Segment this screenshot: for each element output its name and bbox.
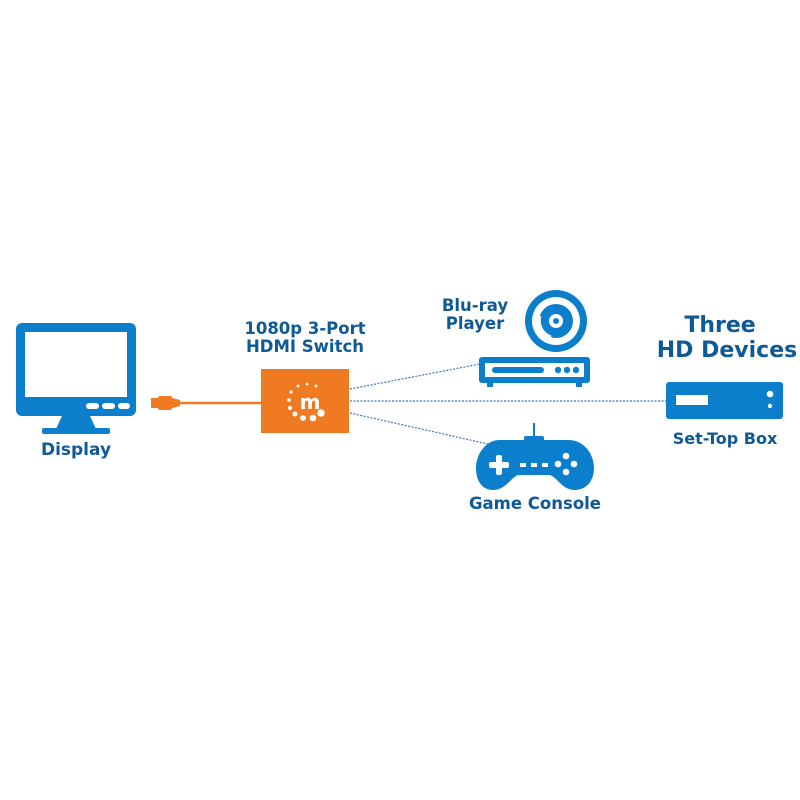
hdmi-switch-box [261,369,349,433]
bluray-label-line2: Player [445,314,505,334]
switch-label: 1080p 3-Port HDMI Switch [220,319,390,357]
devices-heading: Three HD Devices [640,313,800,364]
manhattan-logo-icon: m [287,382,325,422]
hdmi-connector-icon [151,396,180,410]
logo-letter: m [300,390,321,414]
bluray-player-icon [479,357,590,387]
switch-label-line1: 1080p 3-Port [244,319,366,338]
console-label: Game Console [469,494,601,513]
display-label: Display [40,440,112,460]
set-top-box-icon [666,382,783,419]
bluray-label-line1: Blu-ray [441,296,509,315]
settop-label: Set-Top Box [672,429,778,448]
line-to-console [349,412,489,445]
switch-label-line2: HDMI Switch [245,337,364,357]
devices-heading-line1: Three [684,313,756,338]
devices-heading-line2: HD Devices [656,338,798,364]
bluray-label: Blu-ray Player [436,296,514,334]
monitor-icon [16,323,136,434]
connection-lines [349,363,667,445]
bluray-disc-icon [525,290,587,352]
gamepad-icon [476,423,594,490]
line-to-bluray [349,363,481,390]
